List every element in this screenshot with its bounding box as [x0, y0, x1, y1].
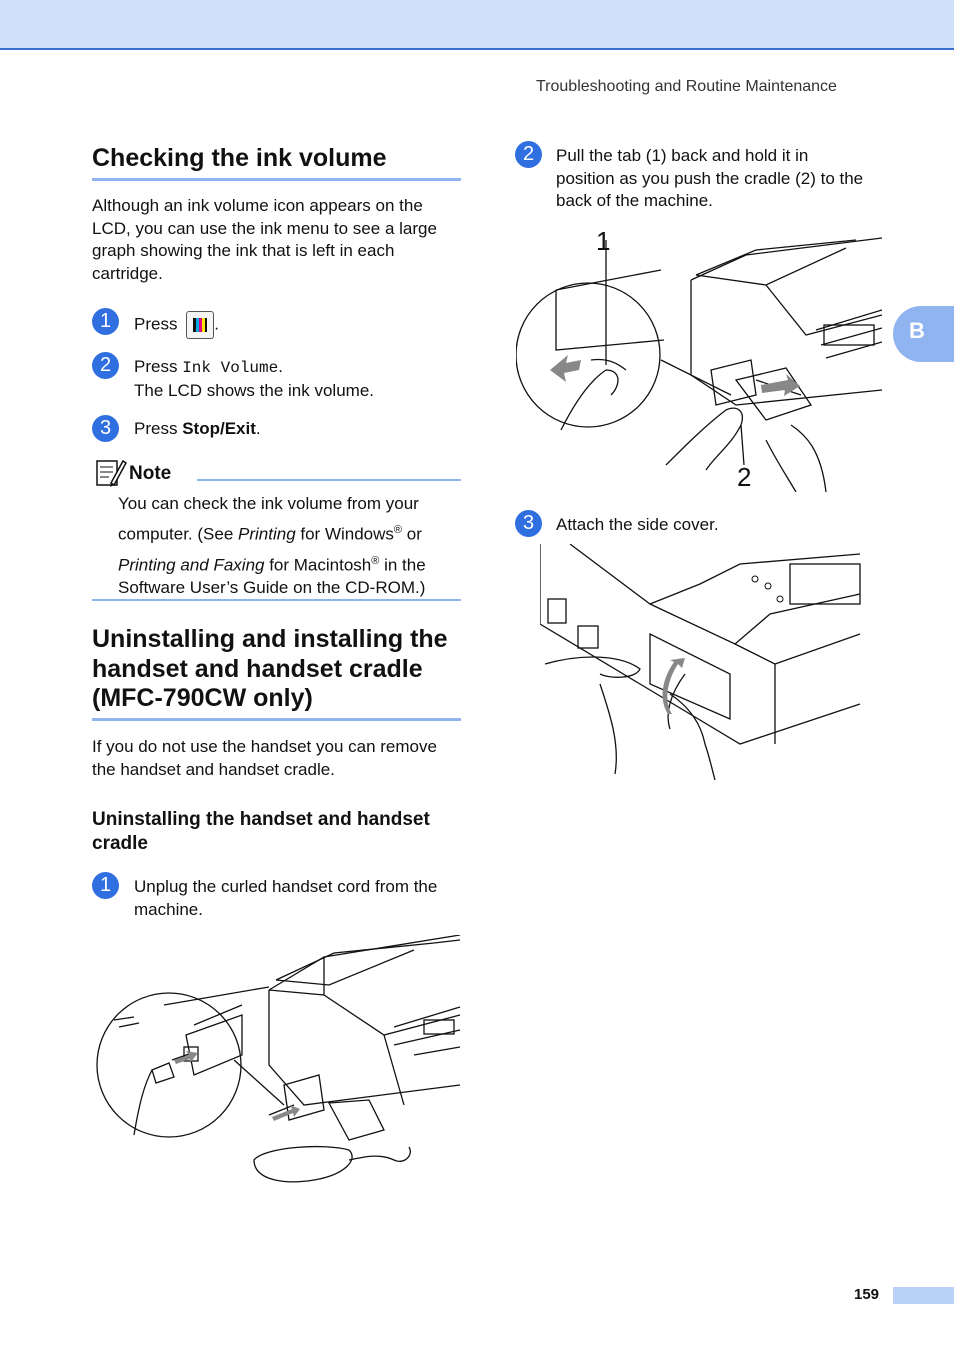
note-italic: Printing [238, 524, 296, 544]
note-line: Software User’s Guide on the CD-ROM.) [118, 578, 426, 598]
note-top-rule [197, 479, 461, 481]
intro-line: If you do not use the handset you can re… [92, 737, 437, 756]
step-line: Pull the tab (1) back and hold it in [556, 146, 809, 165]
note-text: computer. (See [118, 524, 239, 544]
header-bar [0, 0, 954, 50]
note-line: computer. (See Printing for Windows® or [118, 517, 468, 548]
intro-line: cartridge. [92, 263, 163, 283]
step-number-2: 2 [515, 141, 542, 168]
press-word: Press [134, 357, 178, 376]
unplug-handset-illustration [96, 935, 461, 1183]
intro-line: LCD, you can use the ink menu to see a l… [92, 218, 437, 238]
note-pencil-icon [96, 459, 127, 487]
title-underline [92, 718, 461, 721]
ink-intro-paragraph: Although an ink volume icon appears on t… [92, 195, 472, 285]
note-italic: Printing and Faxing [118, 555, 265, 575]
step-period: . [214, 314, 219, 334]
menu-ink-volume: Ink Volume [182, 359, 279, 377]
registered-mark: ® [393, 524, 403, 536]
step-number-3: 3 [515, 510, 542, 537]
subheading-line: Uninstalling the handset and handset [92, 809, 430, 830]
title-line: (MFC-790CW only) [92, 684, 313, 712]
step-result-text: The LCD shows the ink volume. [134, 380, 374, 400]
section-title-handset: Uninstalling and installing the handset … [92, 625, 448, 714]
subheading-uninstalling: Uninstalling the handset and handset cra… [92, 808, 430, 856]
note-text: or [402, 524, 422, 544]
step-number-1: 1 [92, 872, 119, 899]
section-title-ink-volume: Checking the ink volume [92, 144, 387, 172]
note-label: Note [129, 463, 172, 484]
step-number-2: 2 [92, 352, 119, 379]
step-press-ink-volume: Press Ink Volume. The LCD shows the ink … [134, 356, 374, 402]
title-line: handset and handset cradle [92, 654, 423, 683]
chapter-letter: B [909, 318, 925, 343]
step-period: . [278, 357, 283, 376]
step-line: back of the machine. [556, 191, 713, 210]
registered-mark: ® [371, 554, 380, 567]
press-word: Press [134, 314, 178, 334]
pull-tab-illustration [516, 237, 882, 492]
callout-2: 2 [737, 462, 752, 492]
note-line: Printing and Faxing for Macintosh® in th… [118, 548, 468, 579]
note-text: for Windows [295, 524, 394, 544]
running-title: Troubleshooting and Routine Maintenance [536, 78, 837, 95]
note-line: You can check the ink volume from your [118, 494, 419, 513]
intro-line: the handset and handset cradle. [92, 759, 335, 779]
note-body: You can check the ink volume from your c… [118, 490, 468, 598]
step-attach-cover: Attach the side cover. [556, 515, 719, 534]
step-line: machine. [134, 899, 203, 919]
note-bottom-rule [92, 599, 461, 601]
step-unplug-cord: Unplug the curled handset cord from the … [134, 876, 437, 921]
step-press-stop: Press Stop/Exit. [134, 418, 261, 441]
chapter-tab: B [893, 306, 954, 362]
stop-exit-key: Stop/Exit [182, 419, 256, 438]
title-underline [92, 178, 461, 181]
callout-1: 1 [596, 226, 611, 256]
intro-line: graph showing the ink that is left in ea… [92, 241, 395, 260]
step-period: . [255, 419, 261, 438]
step-press-ink-button: Press . [134, 311, 219, 339]
step-number-1: 1 [92, 308, 119, 335]
press-word: Press [134, 419, 178, 438]
attach-side-cover-illustration [540, 544, 861, 780]
ink-button-icon [186, 311, 215, 339]
subheading-line: cradle [92, 833, 148, 854]
note-text: for Macintosh [264, 555, 372, 575]
page-number: 159 [854, 1286, 880, 1303]
step-line: position as you push the cradle (2) to t… [556, 168, 864, 188]
handset-intro-paragraph: If you do not use the handset you can re… [92, 736, 472, 781]
note-text: in the [379, 555, 426, 575]
step-number-3: 3 [92, 415, 119, 442]
step-line: Unplug the curled handset cord from the [134, 877, 438, 896]
step-pull-tab: Pull the tab (1) back and hold it in pos… [556, 145, 896, 213]
intro-line: Although an ink volume icon appears on t… [92, 196, 423, 215]
title-line: Uninstalling and installing the [92, 625, 448, 653]
page-number-bar [893, 1287, 954, 1304]
